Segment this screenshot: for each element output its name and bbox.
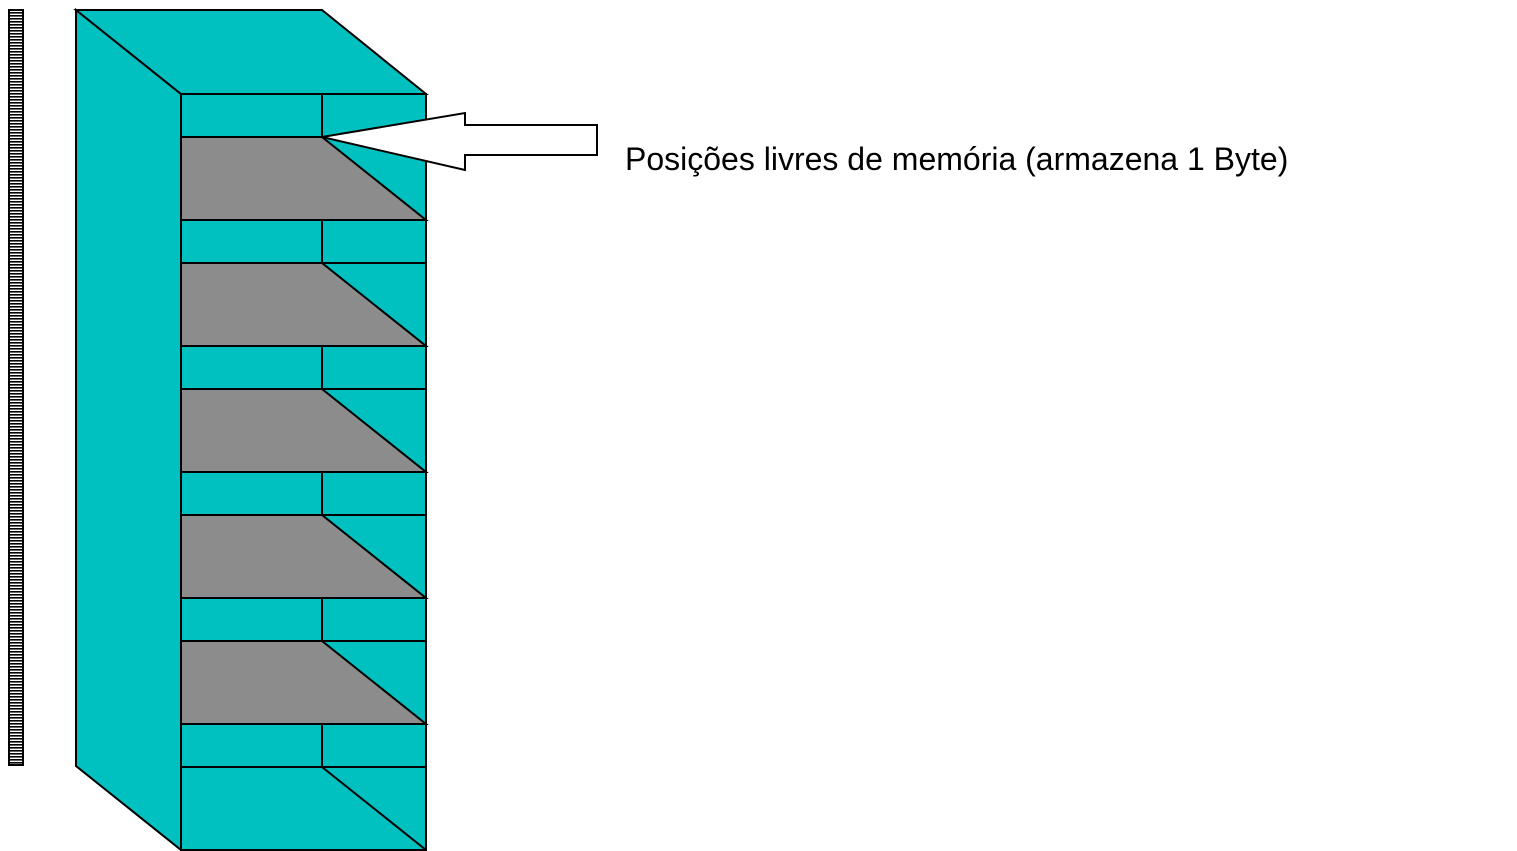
cabinet-side-panel: [75, 7, 182, 851]
pointer-arrow: [321, 111, 598, 172]
memory-slot: [180, 220, 429, 347]
memory-slots: [180, 94, 429, 851]
memory-positions-label: Posições livres de memória (armazena 1 B…: [625, 141, 1288, 177]
memory-slot: [180, 598, 429, 725]
memory-slot: [180, 472, 429, 599]
memory-slot: [180, 346, 429, 473]
slot-diagonal: [321, 766, 427, 851]
address-bus-strip: [8, 9, 24, 766]
memory-slot: [181, 724, 427, 851]
